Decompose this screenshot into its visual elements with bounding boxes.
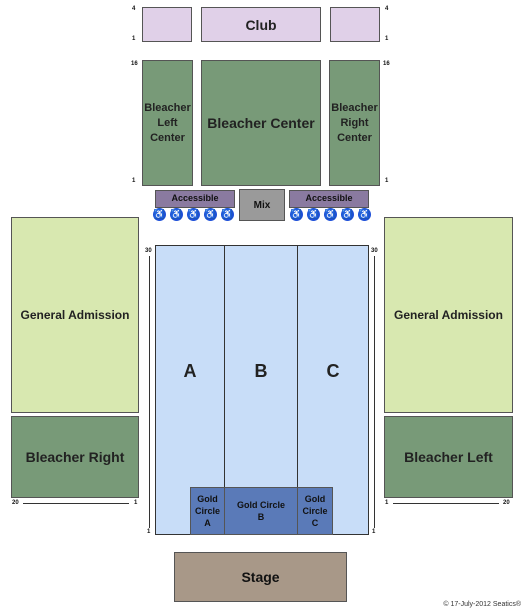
section-label: B (254, 361, 268, 381)
section-bleacher-right[interactable]: Bleacher Right (11, 416, 139, 498)
row-number: 4 (385, 6, 389, 12)
section-general-admission-left[interactable]: General Admission (11, 217, 139, 413)
row-number: 1 (385, 36, 389, 42)
row-number: 1 (385, 500, 389, 506)
row-indicator-line (149, 256, 150, 528)
section-label: Bleacher Center (207, 115, 315, 131)
wheelchair-icon: ♿ (341, 208, 354, 221)
section-label: Accessible (305, 193, 353, 203)
section-accessible-right[interactable]: Accessible (289, 190, 369, 208)
section-label: Bleacher Right (25, 449, 125, 465)
row-indicator-line (374, 256, 375, 528)
section-bleacher-right-center[interactable]: Bleacher Right Center (329, 60, 380, 186)
section-floor-c[interactable]: C (297, 245, 369, 535)
row-number: 1 (132, 178, 136, 184)
section-label: Bleacher Left Center (144, 101, 191, 144)
row-number: 1 (372, 529, 376, 535)
section-label: Mix (253, 199, 271, 211)
copyright-watermark: © 17-July-2012 Seatics® (443, 601, 521, 608)
section-club-right[interactable] (330, 7, 380, 42)
section-label: General Admission (20, 308, 130, 322)
section-label: Bleacher Right Center (331, 101, 378, 144)
section-label: Bleacher Left (404, 449, 493, 465)
section-label: Gold Circle C (302, 494, 328, 528)
row-number: 4 (132, 6, 136, 12)
row-number: 30 (371, 248, 378, 254)
section-label: C (326, 361, 340, 381)
section-bleacher-left-center[interactable]: Bleacher Left Center (142, 60, 193, 186)
row-number: 1 (132, 36, 136, 42)
wheelchair-icon: ♿ (204, 208, 217, 221)
section-club-left[interactable] (142, 7, 192, 42)
row-number: 20 (503, 500, 510, 506)
section-general-admission-right[interactable]: General Admission (384, 217, 513, 413)
wheelchair-icon: ♿ (221, 208, 234, 221)
stage-label: Stage (241, 569, 280, 585)
row-number: 1 (147, 529, 151, 535)
section-gold-circle-b[interactable]: Gold Circle B (224, 487, 298, 535)
section-label: Club (245, 16, 277, 33)
row-number: 20 (12, 500, 19, 506)
section-club-center[interactable]: Club (201, 7, 321, 42)
section-floor-a[interactable]: A (155, 245, 225, 535)
row-indicator-line (23, 503, 129, 504)
stage: Stage (174, 552, 347, 602)
section-gold-circle-c[interactable]: Gold Circle C (297, 487, 333, 535)
row-number: 16 (383, 61, 390, 67)
section-label: Accessible (171, 193, 219, 203)
wheelchair-icon: ♿ (324, 208, 337, 221)
section-label: Gold Circle A (194, 494, 220, 528)
wheelchair-icon: ♿ (153, 208, 166, 221)
row-number: 1 (385, 178, 389, 184)
section-floor-b[interactable]: B (224, 245, 298, 535)
wheelchair-icon: ♿ (170, 208, 183, 221)
row-number: 30 (145, 248, 152, 254)
wheelchair-icon: ♿ (307, 208, 320, 221)
wheelchair-icon: ♿ (358, 208, 371, 221)
section-label: General Admission (394, 308, 503, 322)
row-indicator-line (393, 503, 499, 504)
wheelchair-icon: ♿ (290, 208, 303, 221)
row-number: 16 (131, 61, 138, 67)
section-bleacher-center[interactable]: Bleacher Center (201, 60, 321, 186)
row-number: 1 (134, 500, 138, 506)
section-accessible-left[interactable]: Accessible (155, 190, 235, 208)
section-bleacher-left[interactable]: Bleacher Left (384, 416, 513, 498)
section-gold-circle-a[interactable]: Gold Circle A (190, 487, 225, 535)
section-label: A (183, 361, 197, 381)
section-label: Gold Circle B (236, 500, 285, 522)
section-mix: Mix (239, 189, 285, 221)
wheelchair-icon: ♿ (187, 208, 200, 221)
